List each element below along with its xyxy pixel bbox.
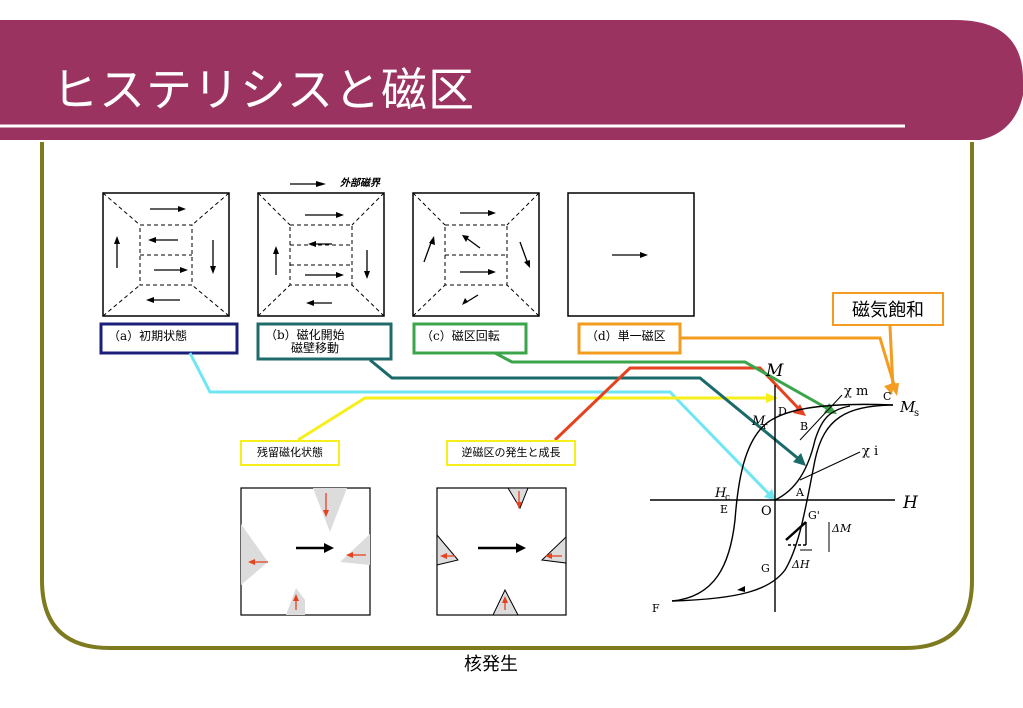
label-hc: H <box>714 486 727 501</box>
reverse-domain-diagram <box>436 487 567 616</box>
label-ms: M <box>899 398 916 416</box>
label-box-c-border <box>412 322 528 355</box>
external-field-label: 外部磁界 <box>340 178 380 189</box>
point-c: C <box>883 390 891 403</box>
arrow-reverse-domain <box>553 366 802 442</box>
point-g: G <box>761 562 770 575</box>
point-d: D <box>778 405 787 418</box>
point-a: A <box>795 486 805 499</box>
label-magnetization-start-text: （b）磁化開始 <box>265 328 345 342</box>
label-single-domain-text: （d）単一磁区 <box>586 329 666 343</box>
content-frame <box>40 142 974 650</box>
remanence-diagram <box>240 487 371 616</box>
arrowhead-yellow <box>766 393 778 403</box>
label-box-a-border <box>99 322 239 355</box>
axis-label-m: M <box>765 361 784 381</box>
label-chi-i: χ i <box>862 444 878 459</box>
arrow-saturation-box <box>888 325 895 389</box>
label-initial-state: （a）初期状態 <box>104 327 234 350</box>
label-ms-sub: s <box>914 408 919 419</box>
point-e: E <box>720 503 728 516</box>
arrow-rotation <box>494 351 831 412</box>
label-delta-h: ΔH <box>791 558 810 571</box>
label-domain-rotation-text: （c）磁区回転 <box>421 329 500 343</box>
label-domain-rotation: （c）磁区回転 <box>417 327 523 350</box>
point-b: B <box>800 420 808 433</box>
axis-label-h: H <box>902 493 919 513</box>
arrow-initial-to-origin <box>188 352 772 497</box>
slide-title: ヒステリシスと磁区 <box>52 63 475 117</box>
point-f: F <box>652 602 660 615</box>
header-band <box>0 20 1023 140</box>
domain-diagram-a <box>102 192 230 317</box>
arrow-remanence <box>297 396 770 442</box>
point-o: O <box>761 504 772 519</box>
label-chi-m: χ m <box>844 384 868 399</box>
domain-diagram-d <box>567 192 695 317</box>
hysteresis-graph <box>650 385 895 612</box>
label-hc-sub: c <box>725 493 730 503</box>
label-box-b-border <box>256 322 393 361</box>
label-delta-m: ΔM <box>831 522 852 535</box>
arrow-wall-motion <box>369 358 801 462</box>
reverse-domain-label: 逆磁区の発生と成長 <box>446 440 576 466</box>
domain-diagram-c <box>412 192 540 317</box>
label-initial-state-text: （a）初期状態 <box>108 329 188 343</box>
remanence-label: 残留磁化状態 <box>240 440 340 466</box>
domain-diagram-b <box>257 181 385 317</box>
arrow-saturation-d <box>680 336 897 389</box>
arrowhead-teal <box>793 453 806 466</box>
point-g-prime: G' <box>808 509 820 522</box>
arrowhead-cyan <box>764 489 776 501</box>
label-magnetization-start: （b）磁化開始 磁壁移動 <box>261 327 388 356</box>
label-wall-motion-text: 磁壁移動 <box>291 341 340 355</box>
label-mr-sub: r <box>763 422 768 432</box>
nucleation-caption: 核発生 <box>464 654 518 675</box>
saturation-label: 磁気飽和 <box>832 292 944 326</box>
label-single-domain: （d）単一磁区 <box>582 327 677 350</box>
label-mr: M <box>751 414 766 429</box>
